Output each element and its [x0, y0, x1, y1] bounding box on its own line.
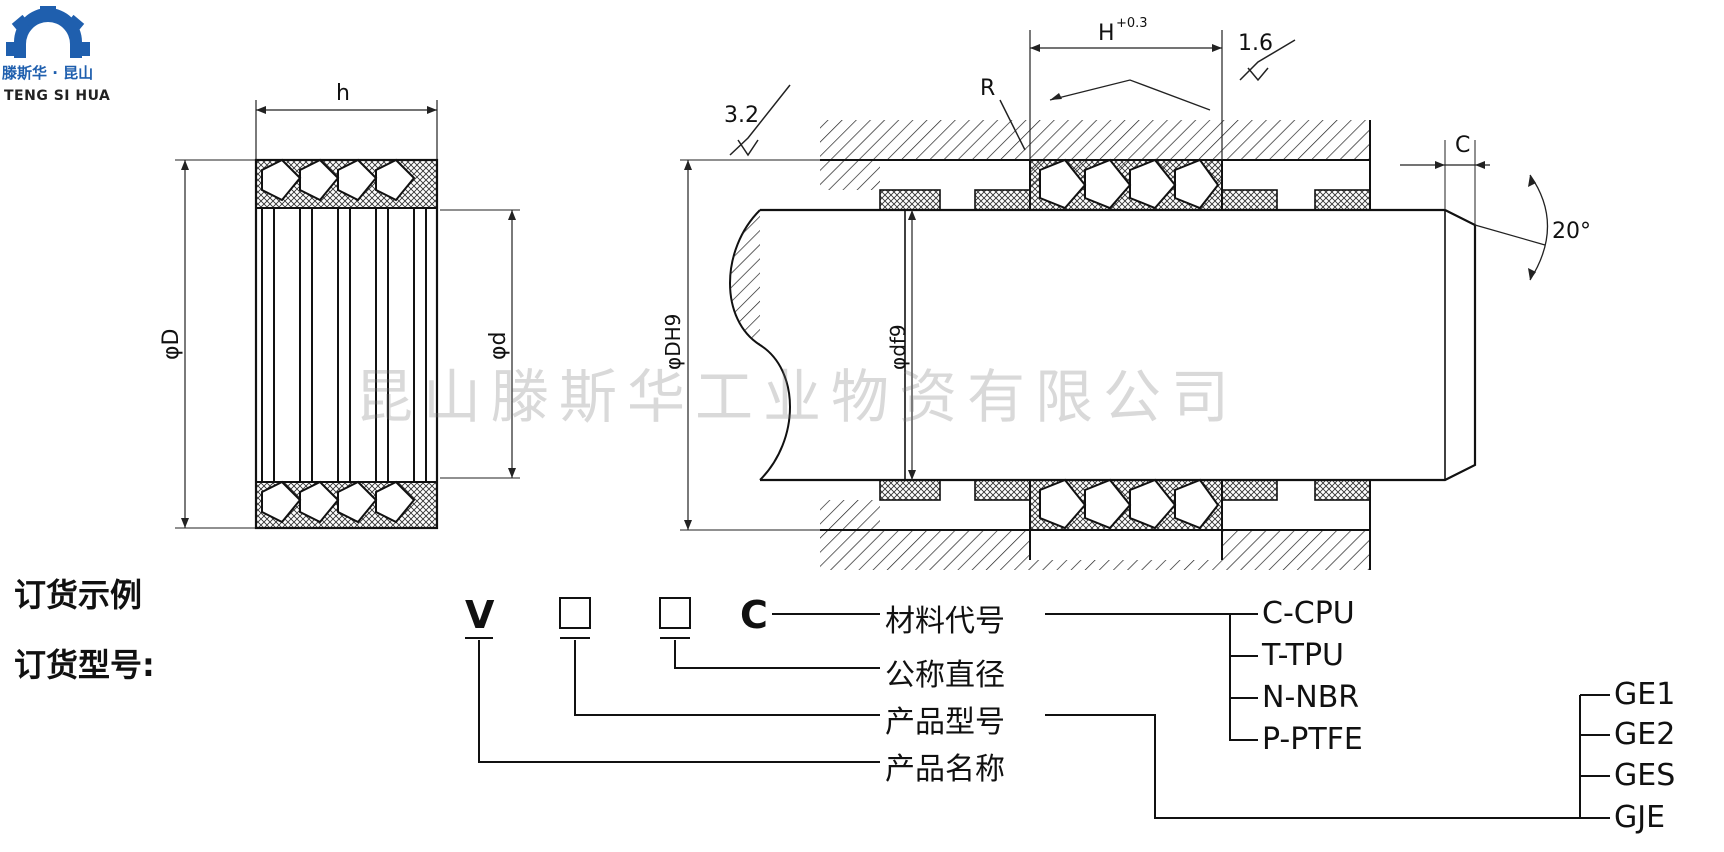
- model-option: GES: [1614, 758, 1676, 793]
- chamfer-label: C: [1455, 133, 1470, 158]
- bore-dim-label: φDH9: [661, 314, 685, 370]
- packing-set-view: h φD φd: [159, 81, 520, 530]
- shaft-dim-label: φdf9: [886, 324, 910, 370]
- field-product-model: 产品型号: [885, 705, 1005, 740]
- order-model-label: 订货型号:: [14, 646, 155, 684]
- dim-h-label: h: [336, 81, 350, 106]
- dim-D-label: φD: [159, 329, 184, 360]
- gear-logo-icon: [6, 6, 90, 58]
- watermark-text: 昆山滕斯华工业物资有限公司: [355, 363, 1240, 431]
- material-option: C-CPU: [1262, 596, 1355, 631]
- model-placeholder-box: [559, 597, 591, 629]
- model-option: GE2: [1614, 717, 1676, 752]
- model-option: GJE: [1614, 800, 1666, 835]
- roughness-left-label: 3.2: [724, 103, 759, 128]
- installation-view: φDH9 φdf9 3.2 H +0.3 1.6 R C: [661, 16, 1591, 570]
- order-code-diagram: V C: [465, 593, 1610, 819]
- material-option: N-NBR: [1262, 680, 1360, 715]
- order-example-label: 订货示例: [14, 576, 143, 614]
- code-C: C: [740, 593, 768, 637]
- angle-label: 20°: [1552, 219, 1591, 244]
- field-nominal-diameter: 公称直径: [885, 658, 1005, 693]
- dim-H-label: H: [1098, 21, 1115, 46]
- logo-name-cn: 滕斯华 · 昆山: [2, 64, 94, 82]
- radius-label: R: [980, 76, 995, 101]
- diameter-placeholder-box: [659, 597, 691, 629]
- code-V: V: [465, 593, 495, 637]
- company-logo: 滕斯华 · 昆山 TENG SI HUA: [0, 0, 130, 110]
- model-option: GE1: [1614, 677, 1676, 712]
- material-option: P-PTFE: [1262, 722, 1363, 757]
- logo-name-en: TENG SI HUA: [4, 88, 111, 104]
- material-option: T-TPU: [1262, 638, 1345, 673]
- dim-H-tolerance: +0.3: [1116, 16, 1148, 31]
- dim-d-label: φd: [486, 332, 511, 360]
- roughness-top-label: 1.6: [1238, 31, 1273, 56]
- field-product-name: 产品名称: [885, 752, 1005, 787]
- field-material-code: 材料代号: [885, 604, 1005, 639]
